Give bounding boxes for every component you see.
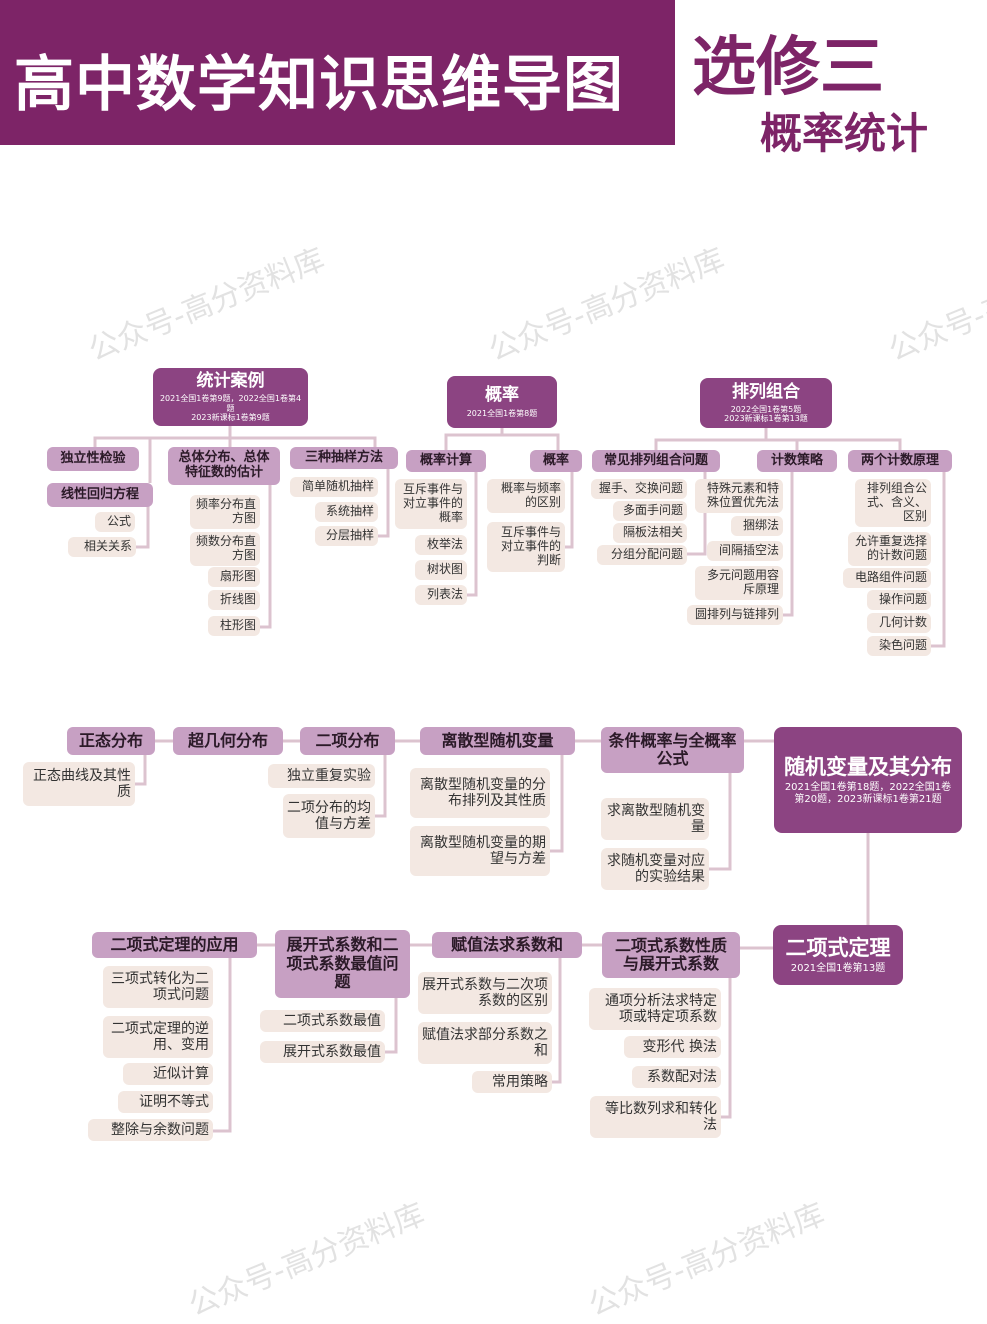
node: 二项式定理的应用: [92, 932, 257, 958]
node: 三种抽样方法: [290, 447, 398, 469]
leaf: 二项分布的均值与方差: [283, 794, 375, 838]
node: 条件概率与全概率公式: [601, 727, 744, 773]
node-probability: 概率 2021全国1卷第8题: [447, 376, 557, 428]
node: 两个计数原理: [848, 450, 952, 472]
node-note: 2021全国1卷第9题，2022全国1卷第4题: [159, 394, 302, 413]
leaf: 通项分析法求特定项或特定项系数: [589, 988, 721, 1030]
leaf: 多元问题用容斥原理: [695, 566, 783, 600]
leaf: 二项式定理的逆用、变用: [103, 1016, 213, 1058]
node-stats: 统计案例 2021全国1卷第9题，2022全国1卷第4题 2023新课标1卷第9…: [153, 368, 308, 426]
leaf: 变形代 换法: [624, 1036, 721, 1058]
leaf: 频数分布直方图: [190, 532, 260, 566]
leaf: 概率与频率的区别: [487, 479, 565, 513]
node: 离散型随机变量: [420, 727, 575, 755]
node-random-variable: 随机变量及其分布 2021全国1卷第18题，2022全国1卷第20题，2023新…: [774, 727, 962, 833]
leaf: 系数配对法: [632, 1066, 721, 1088]
node: 计数策略: [757, 450, 837, 472]
leaf: 特殊元素和特殊位置优先法: [695, 479, 783, 513]
leaf: 互斥事件与对立事件的概率: [395, 479, 467, 529]
leaf: 操作问题: [867, 590, 931, 610]
leaf: 分层抽样: [315, 526, 378, 546]
leaf: 离散型随机变量的期望与方差: [410, 826, 550, 876]
node: 概率计算: [406, 450, 486, 472]
node: 超几何分布: [173, 727, 283, 755]
node: 二项分布: [300, 727, 395, 755]
node-note: 2022全国1卷第5题: [730, 405, 802, 415]
leaf: 分组分配问题: [597, 545, 687, 565]
node: 常见排列组合问题: [592, 450, 720, 472]
node-title: 排列组合: [732, 381, 800, 402]
leaf: 互斥事件与对立事件的判断: [487, 522, 565, 572]
leaf: 独立重复实验: [268, 764, 375, 788]
leaf: 证明不等式: [118, 1091, 213, 1113]
node: 正态分布: [67, 727, 155, 755]
leaf: 染色问题: [867, 636, 931, 656]
leaf: 柱形图: [208, 616, 260, 636]
leaf: 等比数列求和转化法: [590, 1096, 721, 1138]
leaf: 近似计算: [123, 1063, 213, 1085]
leaf: 树状图: [415, 560, 467, 580]
leaf: 相关关系: [68, 537, 136, 557]
node-note: 2021全国1卷第8题: [466, 408, 538, 418]
node-title: 随机变量及其分布: [784, 754, 952, 779]
node: 线性回归方程: [47, 483, 153, 507]
leaf: 隔板法相关: [613, 523, 687, 543]
node-title: 概率: [485, 385, 519, 406]
leaf: 整除与余数问题: [88, 1119, 213, 1141]
leaf: 折线图: [208, 590, 260, 610]
node: 概率: [530, 450, 582, 472]
leaf: 三项式转化为二项式问题: [103, 966, 213, 1008]
node: 二项式系数性质与展开式系数: [602, 932, 740, 978]
leaf: 几何计数: [867, 613, 931, 633]
leaf: 间隔插空法: [707, 541, 783, 561]
node-title: 二项式定理: [785, 935, 891, 960]
leaf: 频率分布直方图: [190, 495, 260, 529]
node-note: 2021全国1卷第18题，2022全国1卷第20题，2023新课标1卷第21题: [784, 782, 952, 805]
leaf: 握手、交换问题: [591, 479, 687, 499]
leaf: 简单随机抽样: [290, 477, 378, 497]
leaf: 展开式系数与二次项系数的区别: [418, 972, 552, 1014]
node-note: 2021全国1卷第13题: [790, 962, 886, 974]
module-title: 选修三: [692, 31, 884, 105]
leaf: 二项式系数最值: [260, 1010, 385, 1032]
leaf: 允许重复选择的计数问题: [848, 532, 931, 566]
node-permutation: 排列组合 2022全国1卷第5题 2023新课标1卷第13题: [700, 378, 832, 428]
leaf: 多面手问题: [613, 501, 687, 521]
leaf: 系统抽样: [315, 502, 378, 522]
node-title: 统计案例: [196, 370, 265, 391]
leaf: 赋值法求部分系数之和: [418, 1022, 552, 1064]
node: 独立性检验: [47, 447, 139, 471]
node-note: 2023新课标1卷第9题: [191, 412, 270, 422]
leaf: 求随机变量对应的实验结果: [601, 848, 709, 890]
leaf: 公式: [95, 512, 135, 532]
header-banner: [0, 0, 675, 145]
leaf: 捆绑法: [731, 516, 783, 536]
leaf: 求离散型随机变量: [601, 798, 709, 840]
page-title: 高中数学知识思维导图: [14, 50, 624, 120]
node-note: 2023新课标1卷第13题: [724, 414, 808, 424]
node: 展开式系数和二项式系数最值问题: [275, 930, 410, 998]
leaf: 常用策略: [472, 1071, 552, 1093]
leaf: 列表法: [415, 585, 467, 605]
leaf: 枚举法: [415, 535, 467, 555]
node: 赋值法求系数和: [432, 932, 582, 958]
topic-title: 概率统计: [760, 109, 929, 158]
node-binomial: 二项式定理 2021全国1卷第13题: [773, 925, 903, 985]
leaf: 扇形图: [208, 567, 260, 587]
leaf: 圆排列与链排列: [687, 605, 783, 625]
leaf: 展开式系数最值: [260, 1041, 385, 1063]
leaf: 正态曲线及其性质: [23, 762, 135, 806]
leaf: 离散型随机变量的分布排列及其性质: [410, 768, 550, 818]
node: 总体分布、总体特征数的估计: [168, 447, 280, 485]
leaf: 排列组合公式、含义、区别: [855, 479, 931, 527]
leaf: 电路组件问题: [843, 568, 931, 588]
